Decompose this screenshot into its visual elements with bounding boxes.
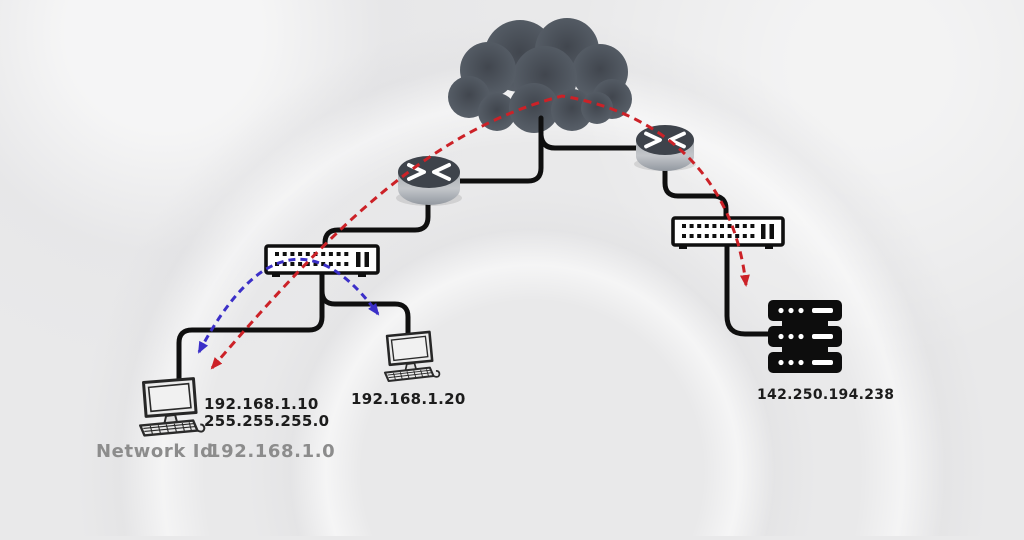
pc-2 bbox=[382, 330, 441, 383]
switch-2 bbox=[671, 216, 785, 249]
cable-switch1-pc1 bbox=[176, 269, 325, 393]
switch-ports bbox=[275, 252, 369, 267]
pc-1 bbox=[137, 376, 206, 438]
server-unit bbox=[768, 352, 842, 373]
internet-cloud bbox=[448, 18, 632, 133]
server-unit bbox=[768, 300, 842, 321]
router-1 bbox=[396, 156, 462, 206]
server-unit bbox=[768, 326, 842, 347]
pc1-ip-label: 192.168.1.10 bbox=[204, 395, 319, 413]
switch-1 bbox=[264, 244, 380, 277]
network-id-title: Network Id bbox=[96, 441, 214, 462]
cable-router2-switch2 bbox=[662, 162, 729, 220]
server-stack bbox=[768, 300, 842, 373]
server-ip-label: 142.250.194.238 bbox=[757, 387, 895, 403]
network-id-value: 192.168.1.0 bbox=[208, 441, 336, 462]
pc1-mask-label: 255.255.255.0 bbox=[204, 412, 330, 430]
local-flow-path bbox=[197, 257, 380, 354]
cable-cloud-router1 bbox=[456, 115, 544, 184]
cable-router1-switch1 bbox=[322, 196, 431, 251]
pc2-ip-label: 192.168.1.20 bbox=[351, 390, 466, 408]
cable-cloud-router2 bbox=[538, 132, 639, 151]
cable-switch2-server bbox=[724, 242, 773, 337]
router-2 bbox=[634, 125, 696, 171]
switch-ports bbox=[682, 224, 774, 239]
